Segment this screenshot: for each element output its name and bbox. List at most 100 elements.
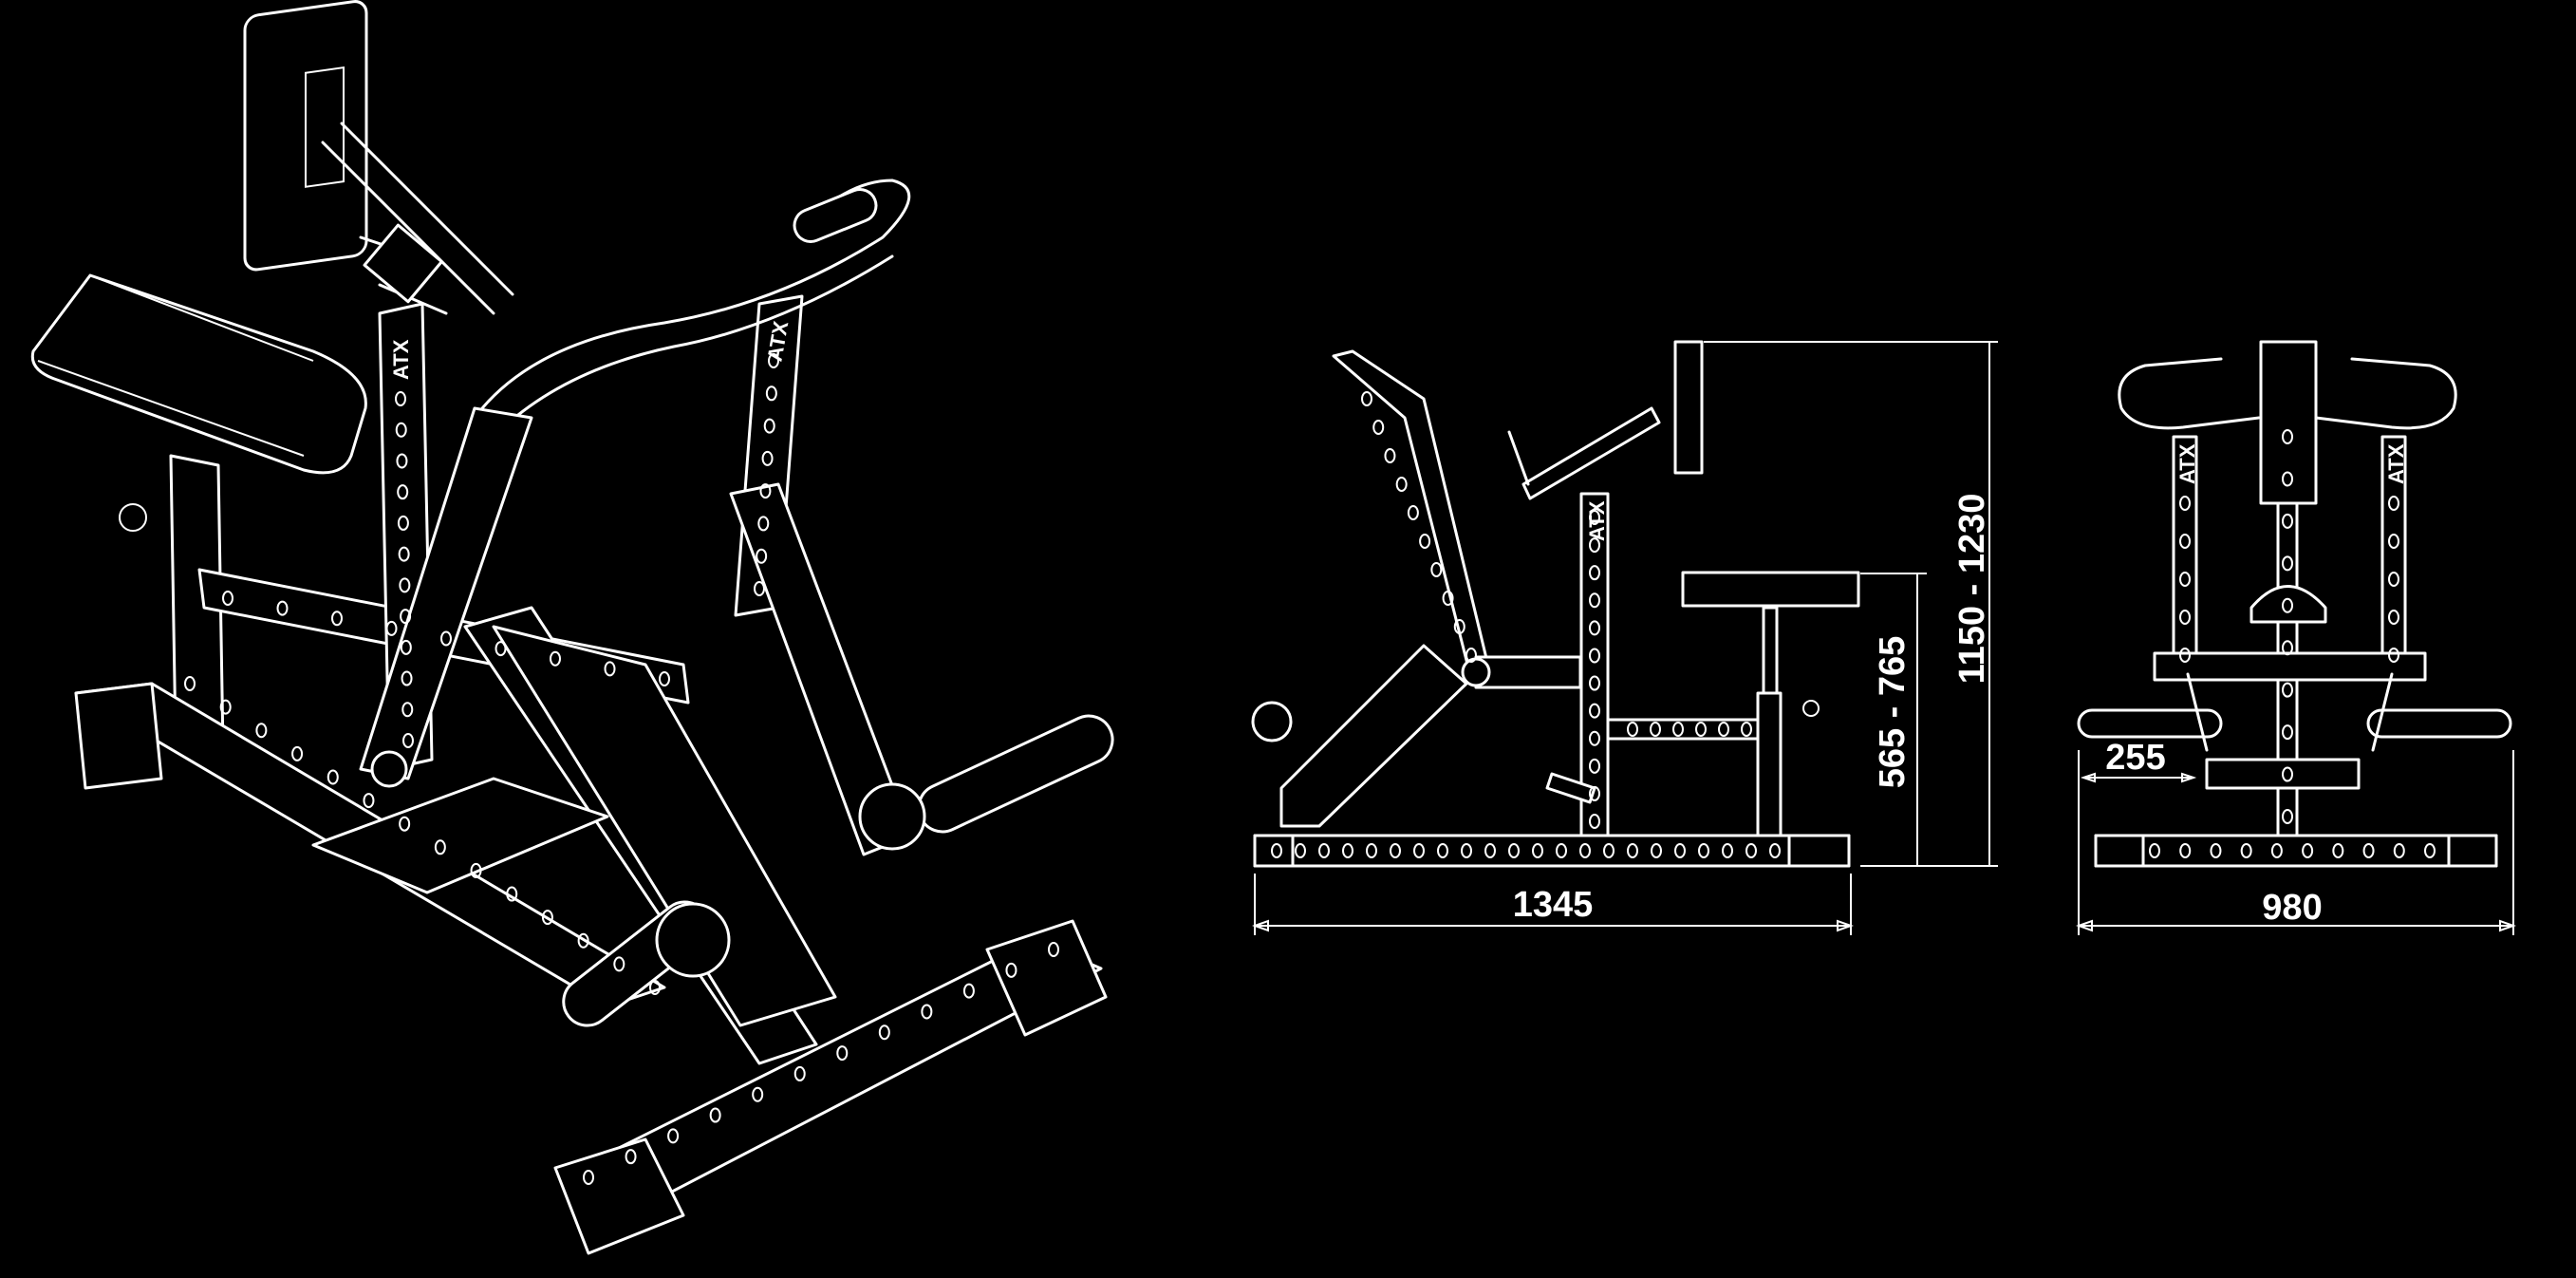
front-horn-right [2366, 708, 2512, 739]
dim-line-handle-offset [2080, 772, 2197, 783]
frame-holes [184, 353, 2436, 1185]
frame-hole [2240, 843, 2252, 858]
frame-hole [1718, 722, 1729, 737]
frame-hole [1361, 391, 1372, 406]
lever-arm-left [359, 406, 533, 780]
frame-hole [1627, 843, 1638, 858]
frame-hole [395, 391, 406, 406]
frame-hole [401, 702, 414, 718]
frame-hole [331, 611, 343, 627]
frame-hole [659, 671, 670, 686]
frame-hole [2282, 640, 2293, 656]
frame-hole [962, 983, 975, 999]
frame-hole [1741, 722, 1752, 737]
brand-logo: ATX [1585, 500, 1609, 541]
side-view: ATX 1345 565 - 765 1150 - 1230 [1251, 340, 1998, 935]
frame-hole [276, 600, 289, 616]
frame-hole [1722, 843, 1733, 858]
dim-width-label: 980 [2262, 888, 2322, 928]
brand-logo: ATX [389, 339, 413, 380]
frame-hole [399, 816, 411, 832]
handle-grip [793, 188, 878, 243]
frame-hole [2179, 648, 2191, 663]
frame-hole [667, 1128, 680, 1144]
frame-hole [1589, 510, 1600, 525]
frame-hole [1627, 722, 1638, 737]
frame-hole [1579, 843, 1591, 858]
dim-line-length [1252, 874, 1854, 935]
frame-hole [222, 591, 233, 606]
frame-hole [2210, 843, 2222, 858]
frame-hole [1650, 722, 1661, 737]
frame-hole [2179, 534, 2191, 549]
front-base-rail [2094, 834, 2498, 868]
frame-hole [625, 1149, 637, 1165]
frame-hole [756, 548, 768, 564]
side-back-pad [1673, 340, 1704, 475]
frame-hole [1589, 758, 1600, 774]
frame-hole [1295, 843, 1306, 858]
frame-hole [2388, 496, 2399, 511]
frame-hole [1372, 420, 1385, 435]
frame-hole [1589, 785, 1600, 801]
handle-bar [473, 179, 911, 439]
frame-hole [1589, 620, 1600, 636]
frame-hole [184, 676, 196, 691]
frame-hole [1419, 534, 1431, 549]
frame-hole [506, 886, 518, 902]
frame-hole [2424, 843, 2436, 858]
frame-hole [2179, 610, 2191, 625]
isometric-view: ATX ATX [30, 0, 1114, 1255]
frame-hole [2332, 843, 2344, 858]
dim-handle-offset-label: 255 [2105, 738, 2165, 778]
front-horn-left [2077, 708, 2223, 739]
frame-hole [793, 1065, 806, 1081]
frame-hole [2149, 843, 2160, 858]
frame-hole [1589, 537, 1600, 554]
front-back-pad [2259, 340, 2318, 505]
frame-hole [1508, 843, 1520, 858]
frame-hole [385, 620, 398, 636]
frame-hole [2282, 766, 2293, 782]
frame-hole [2282, 471, 2293, 487]
frame-hole [761, 450, 774, 466]
frame-hole [1430, 562, 1443, 577]
frame-hole [1407, 505, 1419, 520]
frame-hole [577, 932, 589, 949]
brand-logo: ATX [2175, 443, 2199, 484]
frame-hole [1413, 843, 1425, 858]
frame-hole [1384, 448, 1396, 463]
side-seat-pad [1681, 571, 1860, 608]
frame-hole [399, 577, 411, 593]
weight-horn-right [917, 714, 1114, 834]
dim-total-height-label: 1150 - 1230 [1952, 494, 1992, 685]
frame-hole [1484, 843, 1496, 858]
frame-hole [395, 422, 407, 438]
frame-hole [1390, 843, 1401, 858]
frame-hole [440, 630, 452, 647]
frame-hole [1271, 843, 1282, 858]
frame-hole [398, 546, 410, 562]
frame-hole [2282, 597, 2293, 613]
dim-line-width [2076, 750, 2516, 935]
frame-hole [219, 699, 232, 715]
frame-hole [2388, 648, 2399, 663]
frame-hole [836, 1045, 849, 1062]
frame-hole [1342, 843, 1353, 858]
frame-hole [1461, 843, 1472, 858]
frame-hole [2393, 843, 2405, 858]
frame-hole [2388, 610, 2399, 625]
frame-hole [400, 639, 412, 655]
frame-hole [1005, 962, 1017, 978]
front-view: ATX ATX 980 255 [2076, 340, 2516, 935]
frame-hole [402, 733, 414, 748]
dim-length-label: 1345 [1513, 885, 1594, 925]
frame-hole [434, 839, 446, 855]
frame-hole [1453, 619, 1465, 634]
side-lever-arm [1332, 349, 1492, 681]
frame-hole [759, 483, 772, 499]
frame-hole [709, 1107, 721, 1123]
frame-hole [2282, 555, 2293, 572]
frame-hole [763, 418, 775, 434]
